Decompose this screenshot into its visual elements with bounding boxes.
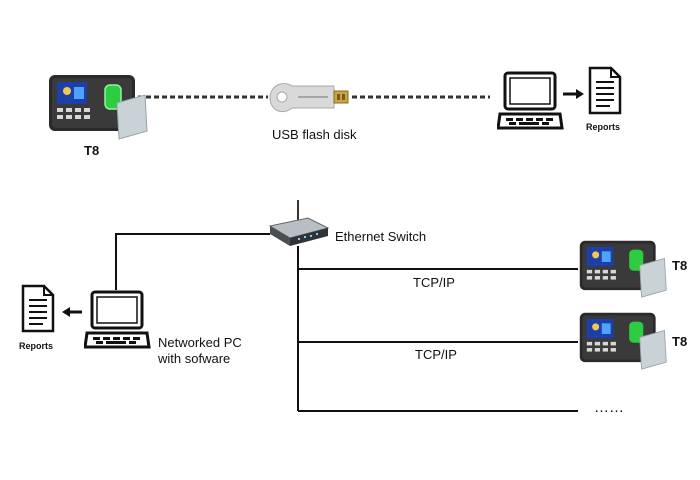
reports-document-icon [21, 284, 55, 333]
t8-device-icon [579, 312, 667, 370]
device-label-2: T8 [672, 334, 688, 349]
networked-pc-label-line1: Networked PC [158, 335, 242, 350]
top-device-label: T8 [84, 143, 100, 158]
tcpip-label-2: TCP/IP [415, 347, 457, 362]
ethernet-switch-icon [268, 200, 330, 246]
usb-flash-disk-label: USB flash disk [272, 127, 357, 142]
bottom-reports-label: Reports [19, 341, 54, 351]
pc-to-switch-line [115, 233, 270, 290]
top-reports-label: Reports [586, 122, 621, 132]
device-label-1: T8 [672, 258, 688, 273]
t8-device-icon [49, 75, 148, 140]
t8-device-icon [579, 240, 667, 298]
ethernet-switch-label: Ethernet Switch [335, 229, 427, 244]
tcpip-label-1: TCP/IP [413, 275, 455, 290]
reports-document-icon [588, 66, 622, 115]
laptop-pc-icon [497, 71, 564, 130]
networked-pc-label-line2: with sofware [158, 351, 231, 366]
networked-pc-icon [84, 290, 151, 349]
usb-flash-disk-icon [269, 83, 349, 113]
more-devices-ellipsis: …… [594, 399, 624, 416]
